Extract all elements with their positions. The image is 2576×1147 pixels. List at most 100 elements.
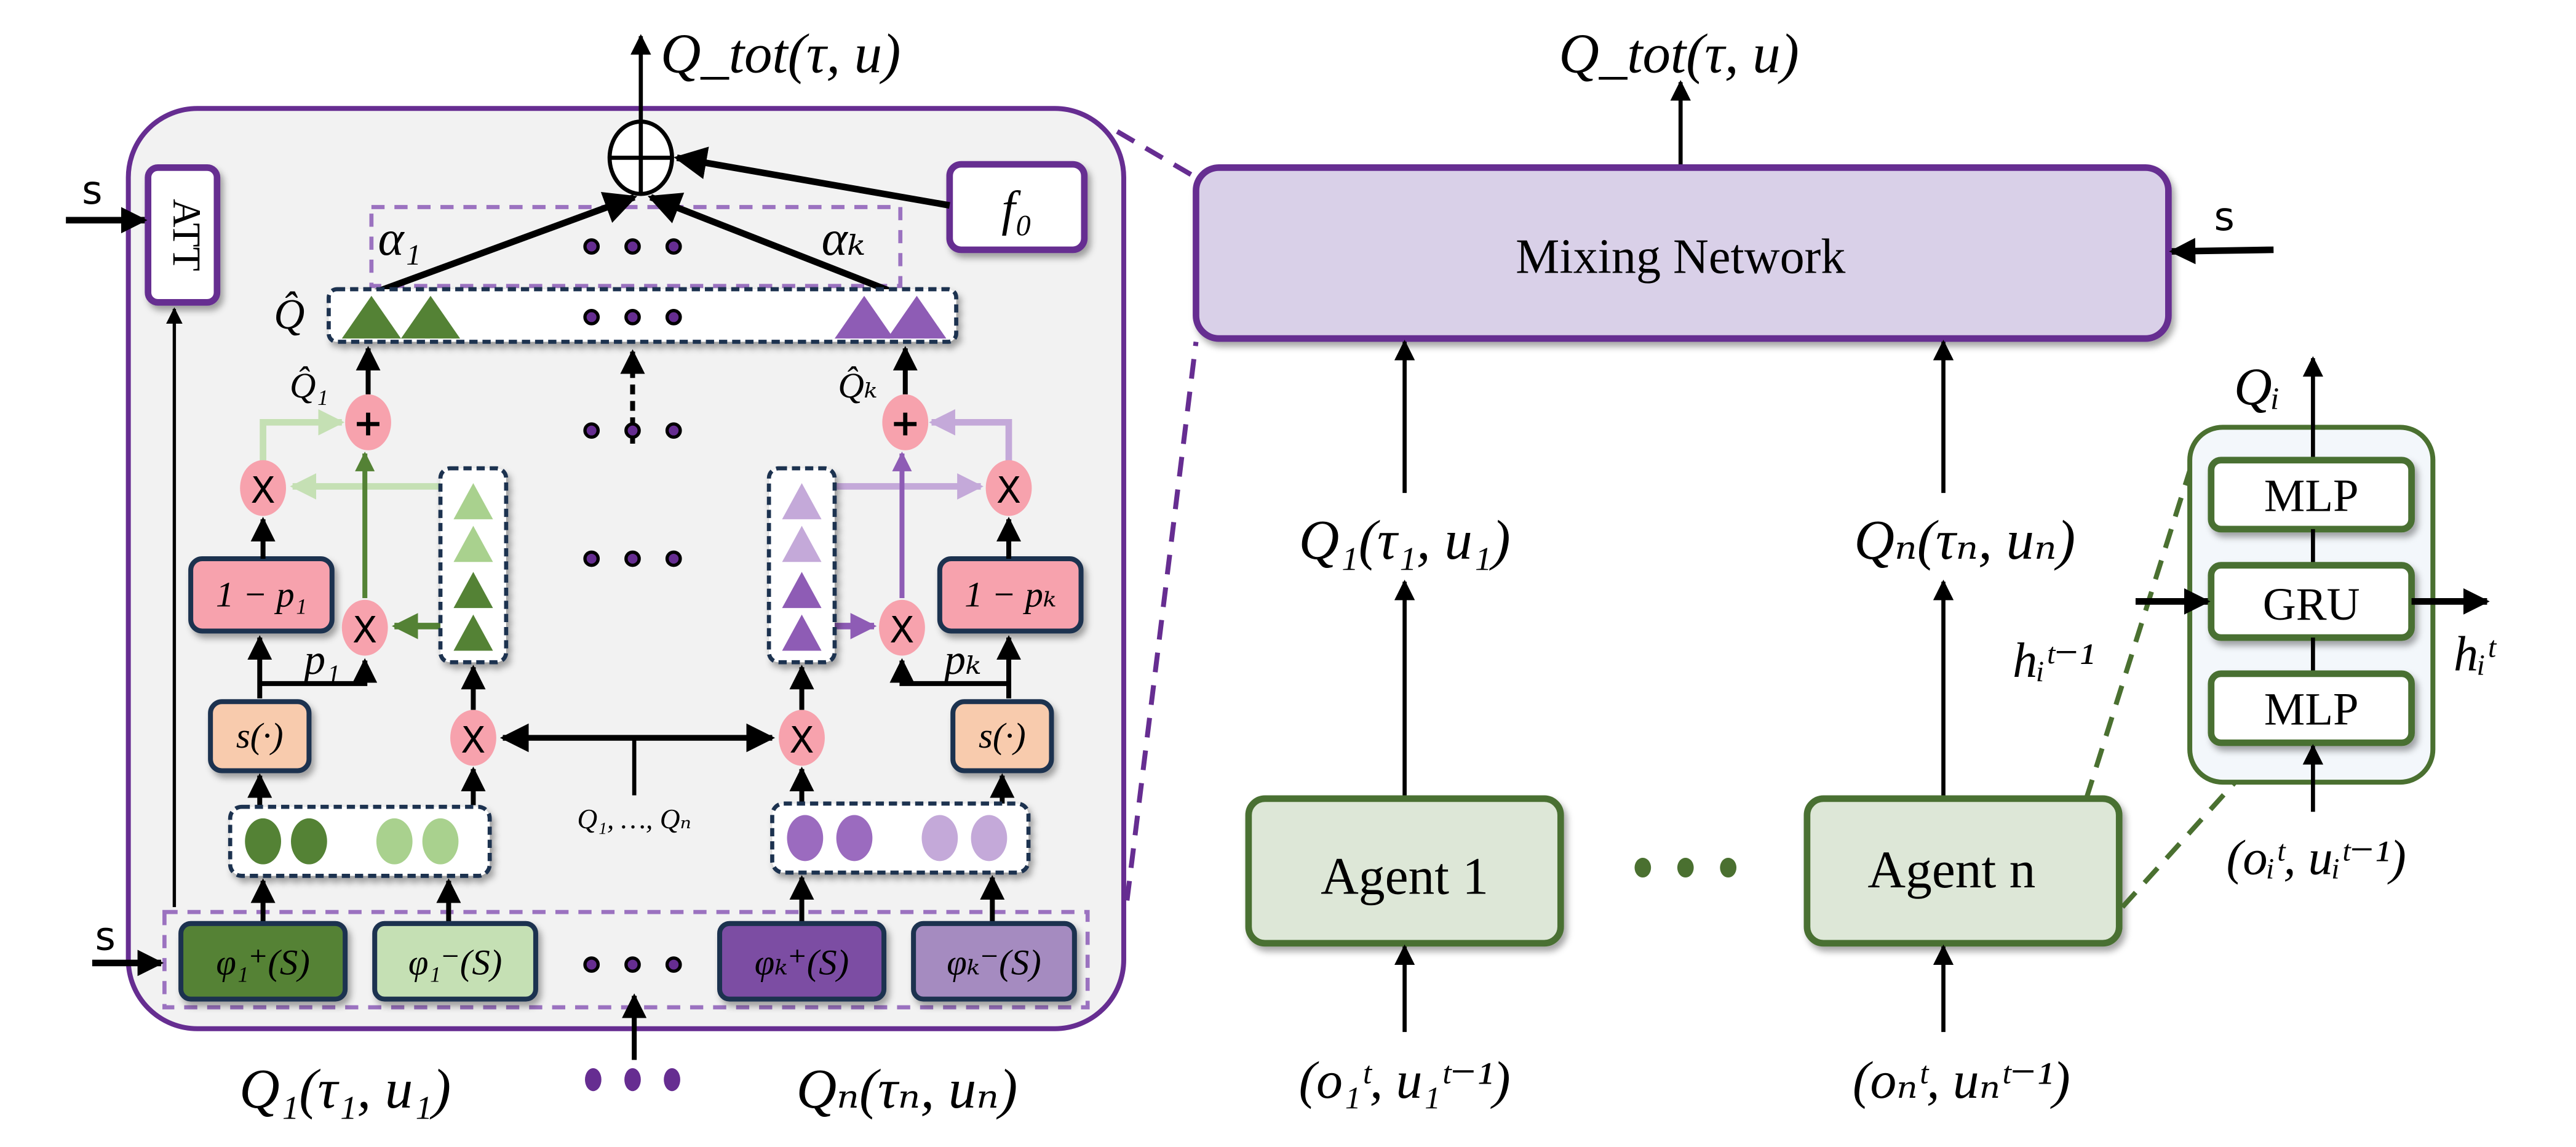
times-node-1-upper (240, 460, 287, 516)
triangle-dark-purple (782, 614, 822, 651)
phi-ellipsis (583, 956, 682, 973)
agents-ellipsis (1634, 857, 1737, 878)
p1-label: p₁ (301, 636, 340, 684)
plus-node-k (882, 394, 929, 450)
feature-circles-box-k (770, 801, 1031, 875)
times-node-1-lower (341, 599, 388, 656)
triangle-dark-green (453, 614, 493, 651)
hidden-in-label: hᵢᵗ⁻¹ (2013, 634, 2094, 688)
times-node-1-q (450, 709, 496, 766)
phi-box-k-plus (717, 921, 887, 1002)
left-mixer-panel: Q_tot(τ, u) f₀ ATT s α₁ αₖ Q̂ (66, 23, 1126, 1060)
phi-box-1-minus (372, 921, 538, 1002)
phi-label-1-plus: φ₁⁺(S) (216, 943, 309, 983)
triangle-light-green (453, 526, 493, 562)
qhat-vector-box (327, 287, 958, 344)
alpha-first-label: α₁ (378, 212, 421, 266)
feature-light-green (422, 818, 459, 865)
alpha-last-label: αₖ (822, 212, 865, 266)
f0-label: f₀ (1001, 182, 1032, 236)
feature-dark-green (245, 818, 281, 865)
state-label-phi: s (95, 914, 116, 960)
left-bottom-q1-label: Q₁(τ₁, u₁) (239, 1058, 451, 1120)
middle-ellipsis-2 (583, 550, 682, 567)
sigmoid-box-left (208, 699, 312, 773)
sum-node (607, 119, 674, 196)
times-node-k-lower (879, 599, 925, 656)
right-state-label: s (2214, 194, 2234, 240)
times-symbol-1-q: X (461, 719, 485, 761)
plus-symbol-k: + (890, 402, 920, 444)
mlp-top-label: MLP (2264, 471, 2359, 522)
left-qtot-label: Q_tot(τ, u) (661, 23, 901, 85)
feature-dark-purple (787, 815, 824, 861)
pk-label: pₖ (941, 636, 981, 684)
att-box (145, 164, 221, 306)
agent-1-label: Agent 1 (1321, 848, 1489, 906)
light-purple-path-to-plus-k (929, 409, 1012, 465)
zoom-connector-bottom (1124, 341, 1199, 901)
obs1-label: (o₁ᵗ, u₁ᵗ⁻¹) (1299, 1052, 1511, 1109)
plus-node-1 (345, 394, 391, 450)
alpha-ellipsis (583, 238, 682, 255)
pk-to-x-path (889, 658, 1009, 686)
times-node-k-q (779, 709, 825, 766)
mixing-network-label: Mixing Network (1516, 230, 1846, 284)
triangle-dark-purple (782, 572, 822, 609)
right-qn-label: Qₙ(τₙ, uₙ) (1854, 509, 2075, 571)
f0-arrow (674, 146, 950, 209)
branch-1: + X 1 − p₁ X p₁ s(·) (188, 394, 509, 878)
times-node-k-upper (985, 460, 1032, 516)
mlp-bottom-box (2208, 670, 2415, 746)
agent-n-box (1803, 795, 2123, 947)
alphak-arrow (647, 193, 896, 296)
branch-k: + X 1 − pₖ X pₖ s(·) X (766, 394, 1084, 875)
gru-label: GRU (2263, 579, 2360, 630)
times-symbol-k-upper: X (996, 469, 1021, 511)
qhat1-label: Q̂₁ (290, 366, 328, 406)
triangle-dark-green (453, 572, 493, 609)
feature-dark-green (291, 818, 327, 865)
triangle-light-purple (782, 483, 822, 519)
qhat-label: Q̂ (274, 291, 304, 338)
left-bottom-ellipsis (585, 1068, 680, 1092)
feature-light-purple (971, 815, 1008, 861)
agent-detail-connector-bottom (2120, 770, 2246, 909)
agent-1-box (1245, 795, 1564, 947)
f0-box (946, 161, 1088, 254)
agent-detail-connector-top (2084, 459, 2196, 800)
feature-light-purple (921, 815, 958, 861)
p1-to-x-path (260, 658, 378, 686)
hidden-out-label: hᵢᵗ (2454, 628, 2497, 682)
feature-circles-box-1 (228, 804, 492, 878)
qhat-purple-triangles (834, 295, 947, 339)
right-state-arrow (2169, 238, 2274, 265)
light-green-path-to-plus-1 (260, 409, 345, 465)
qhat-ellipsis (583, 309, 682, 326)
qhatk-label: Q̂ₖ (838, 366, 877, 406)
phi-box-1-plus (178, 921, 348, 1002)
left-bottom-qn-label: Qₙ(τₙ, uₙ) (797, 1058, 1018, 1120)
phi-box-k-minus (911, 921, 1077, 1002)
sigmoid-label-left: s(·) (236, 716, 284, 756)
times-symbol-1-upper: X (250, 469, 275, 511)
agent-input-label: (oᵢᵗ, uᵢᵗ⁻¹) (2227, 831, 2406, 885)
zoom-connector-top (1116, 129, 1198, 180)
state-label-att: s (82, 168, 102, 214)
obsn-label: (oₙᵗ, uₙᵗ⁻¹) (1853, 1052, 2070, 1109)
agent-detail-panel: Qᵢ MLP GRU MLP hᵢᵗ⁻¹ hᵢᵗ (oᵢᵗ, uᵢᵗ⁻¹) (2013, 356, 2497, 885)
times-symbol-k-lower: X (889, 609, 914, 651)
alpha1-arrow (373, 191, 638, 296)
mixing-network-box (1193, 164, 2172, 342)
feature-dark-purple (836, 815, 873, 861)
right-overview: Q_tot(τ, u) Mixing Network s Q₁(τ₁, u₁) … (1193, 23, 2274, 1109)
plus-symbol-1: + (353, 402, 383, 444)
q-list-label: Q₁, …, Qₙ (577, 804, 691, 834)
feature-light-green (376, 818, 413, 865)
times-symbol-k-q: X (789, 719, 814, 761)
triangle-light-green (453, 483, 493, 519)
qhat-green-triangles (341, 295, 461, 339)
one-minus-p1-label: 1 − p₁ (216, 574, 307, 614)
att-label: ATT (165, 199, 209, 271)
